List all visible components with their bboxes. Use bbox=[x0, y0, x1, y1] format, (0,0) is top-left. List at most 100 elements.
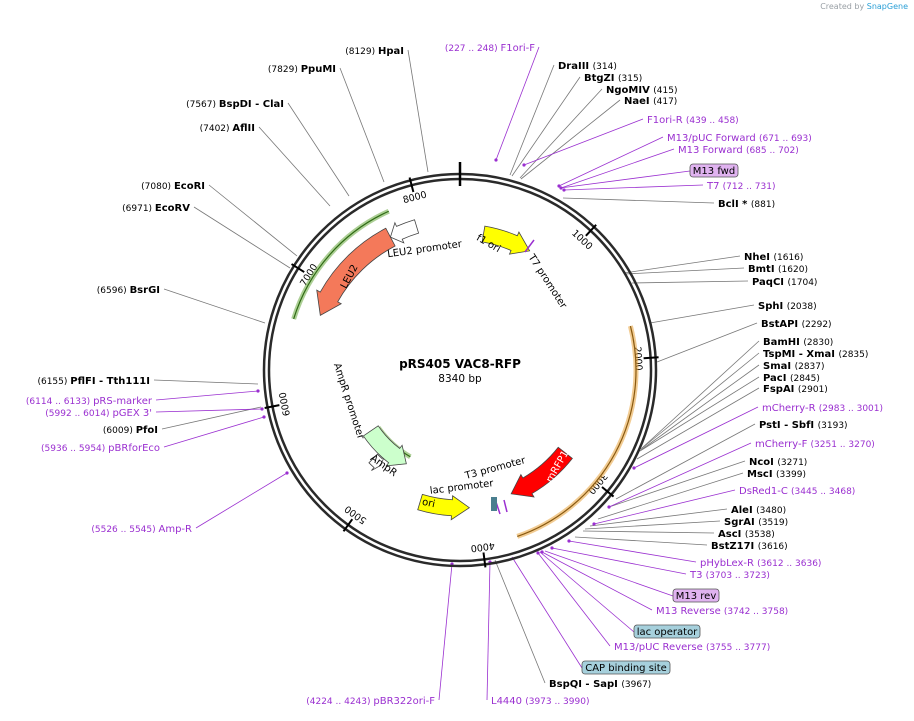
primer-leader-line bbox=[495, 46, 540, 161]
tick-mark bbox=[290, 263, 305, 273]
tick-mark bbox=[408, 177, 415, 193]
site-leader-line bbox=[636, 387, 760, 460]
restriction-site-label[interactable]: (6596) BsrGI bbox=[97, 285, 160, 296]
site-position: (315) bbox=[618, 74, 642, 84]
site-position: (881) bbox=[751, 200, 775, 210]
restriction-site-label[interactable]: BtgZI (315) bbox=[584, 73, 642, 84]
primer-label[interactable]: M13 Forward (685 .. 702) bbox=[678, 145, 799, 156]
restriction-site-label[interactable]: TspMI - XmaI (2835) bbox=[763, 349, 868, 360]
site-leader-line bbox=[640, 364, 760, 451]
restriction-site-label[interactable]: BstZ17I (3616) bbox=[711, 541, 788, 552]
primer-label[interactable]: pHybLex-R (3612 .. 3636) bbox=[700, 558, 821, 569]
feature-box[interactable] bbox=[689, 163, 739, 178]
restriction-site-label[interactable]: PstI - SbfI (3193) bbox=[759, 420, 848, 431]
primer-name: DsRed1-C bbox=[739, 486, 791, 497]
site-leader-line bbox=[339, 67, 385, 183]
primer-label[interactable]: mCherry-F (3251 .. 3270) bbox=[755, 439, 875, 450]
primer-name: M13/pUC Forward bbox=[667, 133, 759, 144]
feature-leu2 bbox=[316, 227, 396, 316]
restriction-site-label[interactable]: BstAPI (2292) bbox=[761, 319, 832, 330]
primer-label[interactable]: M13/pUC Reverse (3755 .. 3777) bbox=[614, 642, 770, 653]
tick-mark bbox=[585, 224, 597, 237]
restriction-site-label[interactable]: MscI (3399) bbox=[747, 469, 806, 480]
box-leader-line bbox=[511, 556, 583, 669]
tick-label: 4000 bbox=[470, 540, 495, 554]
feature-box[interactable] bbox=[672, 588, 720, 603]
restriction-site-label[interactable]: AscI (3538) bbox=[718, 529, 775, 540]
primer-label[interactable]: M13 Reverse (3742 .. 3758) bbox=[656, 606, 788, 617]
feature-ori bbox=[417, 493, 471, 521]
site-leader-line bbox=[574, 536, 708, 546]
primer-mark bbox=[550, 546, 554, 550]
restriction-site-label[interactable]: SmaI (2837) bbox=[763, 361, 825, 372]
site-position: (417) bbox=[653, 97, 677, 107]
primer-name: mCherry-F bbox=[755, 439, 811, 450]
primer-range: (3755 .. 3777) bbox=[706, 643, 770, 653]
restriction-site-label[interactable]: SgrAI (3519) bbox=[724, 517, 788, 528]
restriction-site-label[interactable]: (8129) HpaI bbox=[345, 46, 404, 57]
site-name: TspMI - XmaI bbox=[763, 349, 838, 360]
restriction-site-label[interactable]: (7829) PpuMI bbox=[268, 64, 336, 75]
site-name: BsrGI bbox=[130, 285, 160, 296]
site-name: NheI bbox=[744, 252, 773, 263]
restriction-site-label[interactable]: AleI (3480) bbox=[731, 505, 786, 516]
site-name: EcoRI bbox=[174, 181, 205, 192]
primer-label[interactable]: mCherry-R (2983 .. 3001) bbox=[762, 403, 883, 414]
primer-name: T7 bbox=[706, 181, 723, 192]
primer-label[interactable]: T3 (3703 .. 3723) bbox=[689, 570, 770, 581]
restriction-site-label[interactable]: (7402) AflII bbox=[200, 123, 255, 134]
restriction-site-label[interactable]: FspAI (2901) bbox=[763, 384, 828, 395]
primer-label[interactable]: (227 .. 248) F1ori-F bbox=[445, 43, 535, 54]
primer-leader-line bbox=[486, 561, 491, 701]
primer-leader-line bbox=[633, 406, 759, 469]
restriction-site-label[interactable]: BclI * (881) bbox=[718, 199, 775, 210]
primer-leader-line bbox=[155, 390, 259, 401]
site-name: BspQI - SapI bbox=[549, 679, 621, 690]
tick-mark bbox=[643, 356, 659, 360]
primer-label[interactable]: (5936 .. 5954) pBRforEco bbox=[41, 443, 160, 454]
primer-label[interactable]: (4224 .. 4243) pBR322ori-F bbox=[306, 696, 435, 707]
restriction-site-label[interactable]: (7567) BspDI - ClaI bbox=[186, 99, 284, 110]
feature-box-label: M13 rev bbox=[676, 591, 717, 602]
site-leader-line bbox=[519, 88, 603, 179]
primer-name: M13/pUC Reverse bbox=[614, 642, 706, 653]
restriction-site-label[interactable]: SphI (2038) bbox=[758, 301, 817, 312]
restriction-site-label[interactable]: NgoMIV (415) bbox=[606, 85, 678, 96]
primer-mark bbox=[557, 184, 561, 188]
primer-range: (3612 .. 3636) bbox=[757, 559, 821, 569]
primer-label[interactable]: (5526 .. 5545) Amp-R bbox=[91, 524, 192, 535]
restriction-site-label[interactable]: DraIII (314) bbox=[558, 61, 617, 72]
restriction-site-label[interactable]: BspQI - SapI (3967) bbox=[549, 679, 651, 690]
restriction-site-label[interactable]: (6155) PflFI - Tth111I bbox=[37, 376, 150, 387]
primer-range: (439 .. 458) bbox=[686, 116, 739, 126]
primer-label[interactable]: M13/pUC Forward (671 .. 693) bbox=[667, 133, 812, 144]
primer-label[interactable]: T7 (712 .. 731) bbox=[706, 181, 775, 192]
restriction-site-label[interactable]: PacI (2845) bbox=[763, 373, 820, 384]
restriction-site-label[interactable]: NaeI (417) bbox=[624, 96, 677, 107]
restriction-site-label[interactable]: (6971) EcoRV bbox=[122, 203, 190, 214]
feature-box[interactable] bbox=[633, 624, 701, 639]
site-leader-line bbox=[624, 267, 745, 275]
primer-label[interactable]: DsRed1-C (3445 .. 3468) bbox=[739, 486, 855, 497]
primer-leader-line bbox=[537, 552, 611, 647]
primer-mark bbox=[592, 522, 596, 526]
site-name: BamHI bbox=[763, 337, 803, 348]
restriction-site-label[interactable]: NcoI (3271) bbox=[749, 457, 807, 468]
site-position: (3193) bbox=[818, 421, 848, 431]
feature-mrfp1 bbox=[510, 446, 573, 498]
primer-label[interactable]: (6114 .. 6133) pRS-marker bbox=[26, 396, 153, 407]
site-position: (3399) bbox=[776, 470, 806, 480]
primer-label[interactable]: F1ori-R (439 .. 458) bbox=[647, 115, 739, 126]
site-leader-line bbox=[287, 102, 350, 197]
primer-label[interactable]: (5992 .. 6014) pGEX 3' bbox=[45, 408, 152, 419]
primer-label[interactable]: L4440 (3973 .. 3990) bbox=[491, 696, 589, 707]
restriction-site-label[interactable]: PaqCI (1704) bbox=[752, 277, 817, 288]
restriction-site-label[interactable]: BamHI (2830) bbox=[763, 337, 833, 348]
restriction-site-label[interactable]: BmtI (1620) bbox=[748, 264, 808, 275]
restriction-site-label[interactable]: (7080) EcoRI bbox=[141, 181, 205, 192]
feature-box[interactable] bbox=[581, 660, 671, 675]
restriction-site-label[interactable]: NheI (1616) bbox=[744, 252, 803, 263]
restriction-site-label[interactable]: (6009) PfoI bbox=[103, 425, 158, 436]
primer-range: (5992 .. 6014) bbox=[45, 409, 112, 419]
feature-label: AmpR promoter bbox=[331, 362, 366, 442]
